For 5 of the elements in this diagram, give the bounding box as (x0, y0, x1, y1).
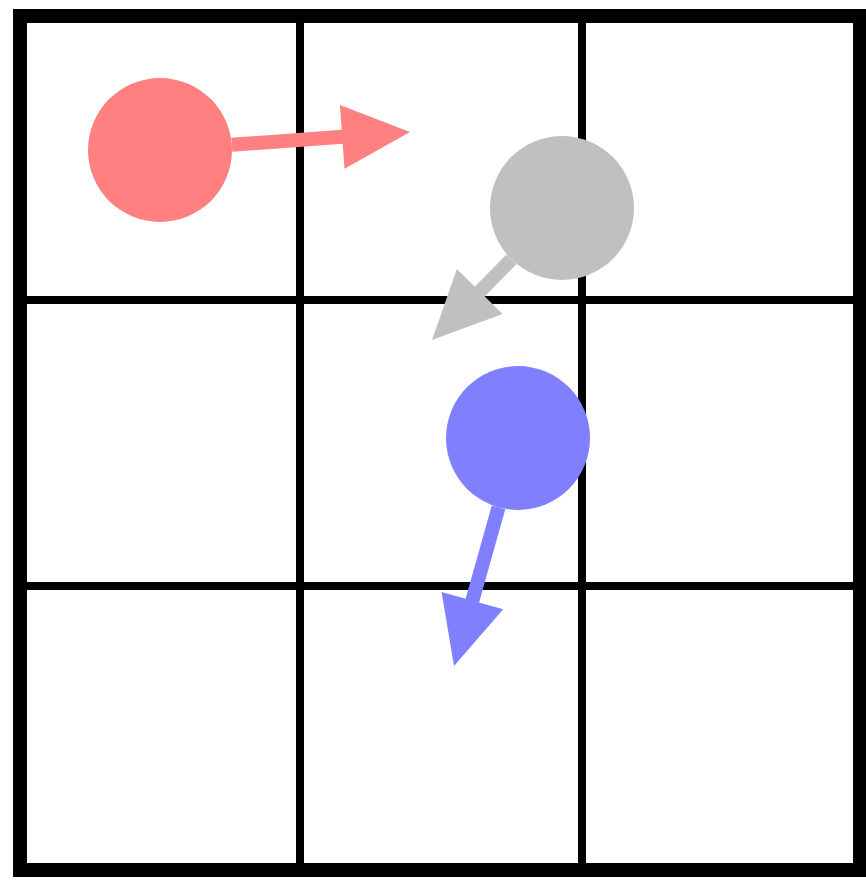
ball (446, 366, 590, 510)
arrow (432, 254, 517, 340)
arrow (441, 505, 506, 666)
ball (490, 136, 634, 280)
ball (88, 78, 232, 222)
